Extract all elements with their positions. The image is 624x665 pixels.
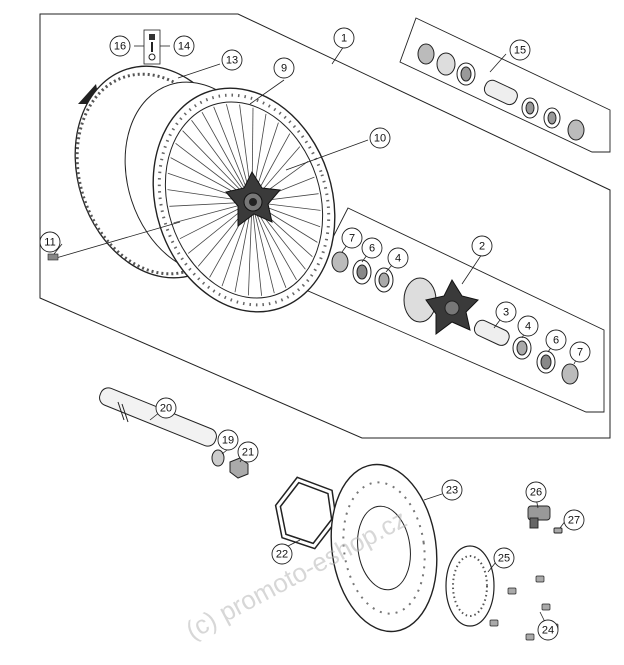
callout-number: 27 [568, 515, 580, 527]
callout-circle [361, 237, 383, 259]
callout-circle [221, 49, 243, 71]
callout-number: 13 [226, 55, 238, 67]
callout-6: 6 [545, 329, 567, 351]
callout-number: 20 [160, 403, 172, 415]
callout-number: 21 [242, 447, 254, 459]
callout-number: 9 [281, 63, 287, 75]
callout-number: 15 [514, 45, 526, 57]
callout-circle [441, 479, 463, 501]
callout-19: 19 [217, 429, 239, 451]
abs-sensor-ring [445, 545, 495, 627]
callout-7: 7 [569, 341, 591, 363]
callout-4: 4 [387, 247, 409, 269]
callout-circle [173, 35, 195, 57]
callout-number: 23 [446, 485, 458, 497]
callout-circle [333, 27, 355, 49]
callout-24: 24 [537, 619, 559, 641]
callout-number: 3 [503, 307, 509, 319]
rim-lip [157, 93, 331, 307]
callout-15: 15 [509, 39, 531, 61]
callout-circle [369, 127, 391, 149]
callout-number: 22 [276, 549, 288, 561]
callout-circle [217, 429, 239, 451]
callout-circle [563, 509, 585, 531]
callout-22: 22 [271, 543, 293, 565]
spoke [248, 201, 253, 296]
callout-circle [273, 57, 295, 79]
assembly-frame [39, 13, 611, 439]
valve-icon [143, 29, 161, 65]
callout-circle [517, 315, 539, 337]
callout-number: 1 [341, 33, 347, 45]
callout-7: 7 [341, 227, 363, 249]
spoke [251, 201, 287, 288]
callout-circle [387, 247, 409, 269]
callout-number: 6 [553, 335, 559, 347]
spoke [201, 112, 253, 203]
callout-circle [155, 397, 177, 419]
callout-number: 10 [374, 133, 386, 145]
callout-circle [495, 301, 517, 323]
callout-circle [569, 341, 591, 363]
brake-disc [330, 463, 438, 633]
seal-kit-parts [417, 43, 585, 141]
callout-10: 10 [369, 127, 391, 149]
callout-number: 11 [44, 237, 55, 249]
callout-23: 23 [441, 479, 463, 501]
callout-number: 25 [498, 553, 510, 565]
callout-number: 4 [395, 253, 401, 265]
callout-6: 6 [361, 237, 383, 259]
disc-carrier [274, 476, 338, 550]
hub-parts [331, 251, 579, 385]
spoke [251, 201, 275, 294]
callout-number: 14 [178, 41, 190, 53]
callout-20: 20 [155, 397, 177, 419]
callout-circle [109, 35, 131, 57]
abs-sensor [527, 505, 563, 534]
callout-number: 4 [525, 321, 531, 333]
callout-number: 26 [530, 487, 542, 499]
callout-26: 26 [525, 481, 547, 503]
callout-number: 7 [349, 233, 355, 245]
callout-27: 27 [563, 509, 585, 531]
rim-inner [164, 101, 324, 299]
callout-number: 19 [222, 435, 234, 447]
callout-number: 16 [114, 41, 126, 53]
callout-number: 24 [542, 625, 554, 637]
callout-circle [545, 329, 567, 351]
spoke-nipple [47, 221, 181, 261]
callout-circle [493, 547, 515, 569]
callout-circle [525, 481, 547, 503]
callout-4: 4 [517, 315, 539, 337]
callout-circle [509, 39, 531, 61]
callout-circle [537, 619, 559, 641]
callout-9: 9 [273, 57, 295, 79]
callout-circle [237, 441, 259, 463]
callout-1: 1 [333, 27, 355, 49]
callout-number: 6 [369, 243, 375, 255]
callout-circle [271, 543, 293, 565]
callout-circle [471, 235, 493, 257]
spoke [251, 201, 262, 296]
callout-number: 2 [479, 241, 485, 253]
callout-14: 14 [173, 35, 195, 57]
callout-13: 13 [221, 49, 243, 71]
callout-11: 11 [39, 231, 61, 253]
callout-3: 3 [495, 301, 517, 323]
callout-16: 16 [109, 35, 131, 57]
callout-circle [341, 227, 363, 249]
callout-number: 7 [577, 347, 583, 359]
callout-25: 25 [493, 547, 515, 569]
seal-kit-frame [399, 17, 611, 153]
callout-circle [39, 231, 61, 253]
callout-2: 2 [471, 235, 493, 257]
callout-21: 21 [237, 441, 259, 463]
wheel-assembly [74, 65, 336, 313]
